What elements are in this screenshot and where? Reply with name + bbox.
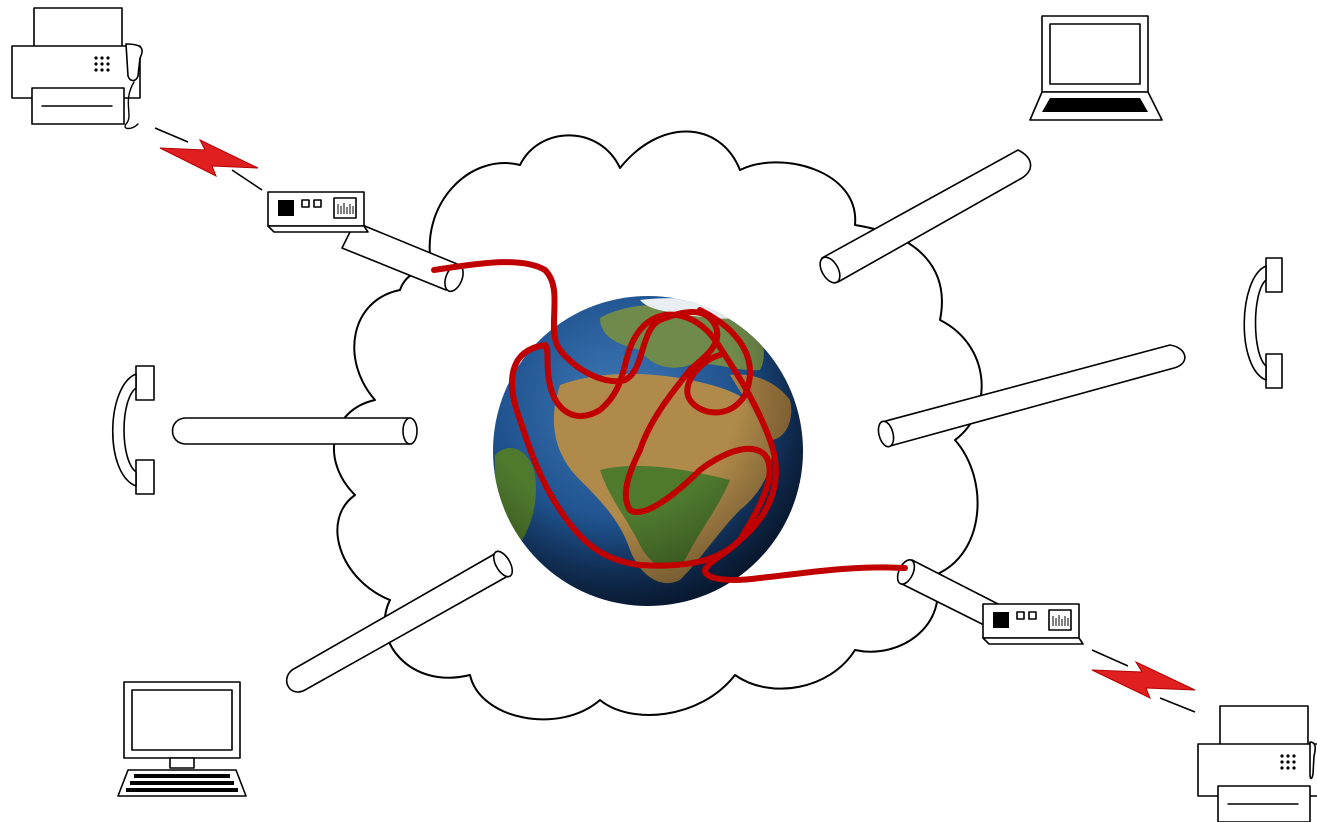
- telephone-handset-icon: [1244, 258, 1282, 388]
- lightning-icon: [160, 140, 258, 176]
- tube-left: [173, 418, 418, 444]
- tube-right: [876, 345, 1185, 448]
- fax-machine-icon: [12, 8, 142, 129]
- wireless-link-top-left: [155, 128, 262, 190]
- lightning-icon: [1092, 662, 1195, 698]
- laptop-icon: [1030, 16, 1162, 120]
- wireless-link-bottom-right: [1092, 650, 1195, 712]
- tube-top-right: [816, 150, 1030, 286]
- telephone-handset-icon: [113, 366, 154, 494]
- modem-icon: [268, 192, 368, 232]
- tube-bottom-left: [287, 548, 516, 692]
- modem-icon: [983, 604, 1083, 644]
- desktop-computer-icon: [118, 682, 246, 796]
- fax-machine-icon: [1198, 706, 1317, 822]
